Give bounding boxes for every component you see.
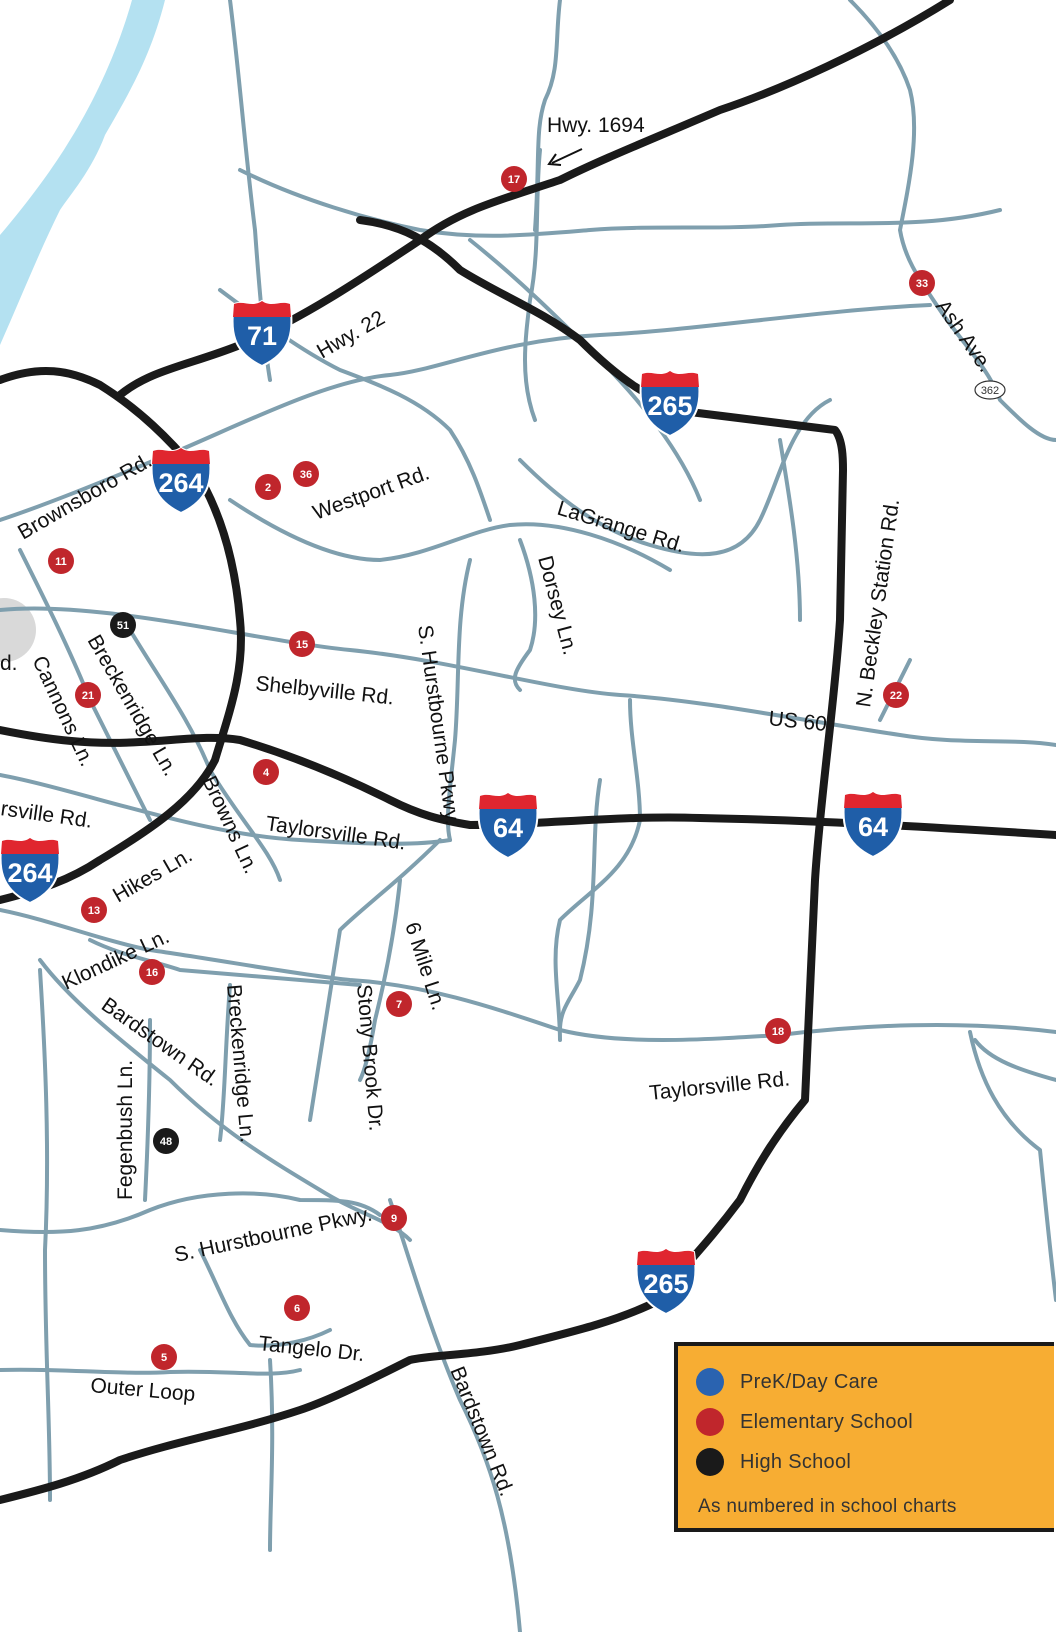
legend-item-prek: PreK/Day Care xyxy=(696,1367,878,1397)
school-number-51: 51 xyxy=(117,620,129,632)
school-number-17: 17 xyxy=(508,174,520,186)
interstate-i71-number: 71 xyxy=(247,321,277,351)
school-marker-22: 22 xyxy=(883,682,909,708)
n-beckley-station-rd-label: N. Beckley Station Rd. xyxy=(852,497,904,708)
school-marker-33: 33 xyxy=(909,270,935,296)
legend-label-elementary: Elementary School xyxy=(740,1410,913,1433)
school-number-6: 6 xyxy=(294,1303,300,1315)
taylorsville-rd-west-label: rsville Rd. xyxy=(0,797,94,833)
gray-area xyxy=(0,598,36,662)
hwy-1694-label: Hwy. 1694 xyxy=(547,114,645,137)
interstate-i64-center-number: 64 xyxy=(493,813,523,843)
school-number-13: 13 xyxy=(88,905,100,917)
school-marker-16: 16 xyxy=(139,959,165,985)
cannons-ln-label: Cannons Ln. xyxy=(27,652,98,770)
school-number-48: 48 xyxy=(160,1136,172,1148)
school-marker-5: 5 xyxy=(151,1344,177,1370)
interstate-i265-south-shield-icon: 265 xyxy=(635,1247,697,1316)
interstate-i264-west-shield-icon: 264 xyxy=(0,836,61,905)
s-hurstbourne-pkwy-south-label: S. Hurstbourne Pkwy. xyxy=(172,1202,374,1266)
taylorsville-rd-east-label: Taylorsville Rd. xyxy=(648,1067,791,1105)
fegenbush-ln-label: Fegenbush Ln. xyxy=(114,1060,137,1200)
school-marker-36: 36 xyxy=(293,461,319,487)
interstate-i265-north-shield-icon: 265 xyxy=(639,369,701,438)
stony-brook-dr-label: Stony Brook Dr. xyxy=(352,983,388,1132)
bardstown-rd-south-label: Bardstown Rd. xyxy=(445,1363,518,1499)
school-marker-21: 21 xyxy=(75,682,101,708)
dorsey-ln-label: Dorsey Ln. xyxy=(533,553,581,657)
school-marker-11: 11 xyxy=(48,548,74,574)
school-marker-4: 4 xyxy=(253,759,279,785)
school-number-4: 4 xyxy=(263,767,270,779)
school-marker-48: 48 xyxy=(153,1128,179,1154)
school-number-36: 36 xyxy=(300,469,312,481)
hwy-1694-arrow xyxy=(547,148,583,166)
high-school-dot-icon xyxy=(696,1448,724,1476)
hwy-22-label: Hwy. 22 xyxy=(313,306,389,363)
school-marker-6: 6 xyxy=(284,1295,310,1321)
legend-label-high-school: High School xyxy=(740,1450,852,1473)
lagrange-rd-label: LaGrange Rd. xyxy=(555,497,688,558)
school-number-2: 2 xyxy=(265,482,271,494)
school-number-7: 7 xyxy=(396,999,402,1011)
interstate-highways xyxy=(0,0,1056,1504)
breckenridge-ln-south-label: Breckenridge Ln. xyxy=(222,983,259,1143)
state-route-362-label: 362 xyxy=(981,385,999,397)
state-route-362-marker: 362 xyxy=(974,380,1006,400)
school-number-33: 33 xyxy=(916,278,928,290)
ash-ave-label: Ash Ave. xyxy=(931,296,997,377)
interstate-i64-east-shield-icon: 64 xyxy=(842,790,904,859)
elementary-dot-icon xyxy=(696,1408,724,1436)
school-marker-18: 18 xyxy=(765,1018,791,1044)
interstate-i264-west-number: 264 xyxy=(7,858,52,888)
school-number-5: 5 xyxy=(161,1352,167,1364)
school-marker-13: 13 xyxy=(81,897,107,923)
interstate-i64-east-number: 64 xyxy=(858,812,888,842)
school-number-22: 22 xyxy=(890,690,902,702)
school-marker-7: 7 xyxy=(386,991,412,1017)
school-marker-17: 17 xyxy=(501,166,527,192)
outer-loop-label: Outer Loop xyxy=(90,1374,197,1406)
westport-rd-label: Westport Rd. xyxy=(310,461,433,524)
interstate-i265-south-number: 265 xyxy=(643,1269,688,1299)
school-number-15: 15 xyxy=(296,639,308,651)
interstate-i265-north-number: 265 xyxy=(647,391,692,421)
interstate-i264-north-number: 264 xyxy=(158,468,203,498)
taylorsville-rd-mid-label: Taylorsville Rd. xyxy=(264,812,407,854)
legend-label-prek: PreK/Day Care xyxy=(740,1370,879,1393)
interstate-i264-north-shield-icon: 264 xyxy=(150,446,212,515)
school-marker-9: 9 xyxy=(381,1205,407,1231)
legend-item-high-school: High School xyxy=(696,1447,851,1477)
prek-dot-icon xyxy=(696,1368,724,1396)
school-marker-51: 51 xyxy=(110,612,136,638)
shelbyville-rd-label: Shelbyville Rd. xyxy=(254,672,395,709)
school-number-16: 16 xyxy=(146,967,158,979)
interstate-i64-center-shield-icon: 64 xyxy=(477,791,539,860)
school-number-11: 11 xyxy=(55,556,67,568)
us-60-label: US 60 xyxy=(767,707,827,736)
brownsboro-rd-label: Brownsboro Rd. xyxy=(14,449,156,544)
interstate-i71-shield-icon: 71 xyxy=(231,299,293,368)
hikes-ln-label: Hikes Ln. xyxy=(109,844,196,908)
school-number-21: 21 xyxy=(82,690,94,702)
school-marker-15: 15 xyxy=(289,631,315,657)
legend-item-elementary: Elementary School xyxy=(696,1407,913,1437)
road-fragment-label: d. xyxy=(0,652,18,675)
legend-note: As numbered in school charts xyxy=(698,1496,957,1517)
school-marker-2: 2 xyxy=(255,474,281,500)
school-markers: 17 33 2 36 11 51 15 21 22 4 13 16 7 18 48 9 6 5 xyxy=(48,166,935,1370)
tangelo-dr-label: Tangelo Dr. xyxy=(257,1332,365,1366)
map-legend: PreK/Day Care Elementary School High Sch… xyxy=(674,1342,1054,1532)
ohio-river xyxy=(0,0,165,345)
school-number-18: 18 xyxy=(772,1026,784,1038)
school-number-9: 9 xyxy=(391,1213,397,1225)
